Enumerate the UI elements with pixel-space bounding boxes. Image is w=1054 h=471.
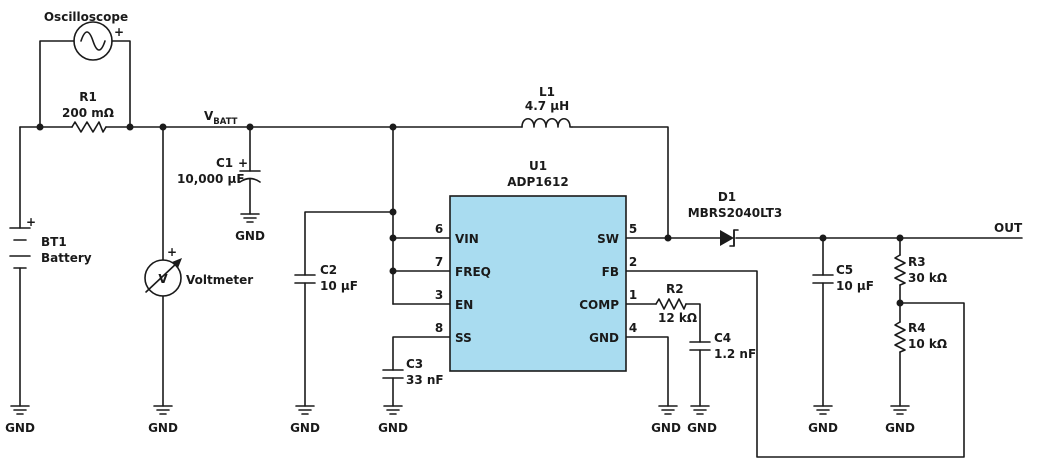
gnd-icon <box>813 405 833 415</box>
ic-ref: U1 <box>529 159 547 173</box>
gnd-label-c1: GND <box>235 229 265 243</box>
c4-capacitor-symbol <box>689 341 711 351</box>
voltmeter-plus: + <box>167 245 177 259</box>
r1-ref: R1 <box>79 90 97 104</box>
oscilloscope-label: Oscilloscope <box>44 10 128 24</box>
c3-value: 33 nF <box>406 373 444 387</box>
c3-capacitor-symbol <box>382 369 404 379</box>
pin-ss-num: 8 <box>435 321 443 335</box>
pin-gnd-num: 4 <box>629 321 637 335</box>
pin-fb-name: FB <box>602 265 619 279</box>
pin-sw-num: 5 <box>629 222 637 236</box>
gnd-icon <box>658 405 678 415</box>
gnd-label-c4: GND <box>687 421 717 435</box>
gnd-icon <box>295 405 315 415</box>
r3-ref: R3 <box>908 255 926 269</box>
bt1-value: Battery <box>41 251 92 265</box>
voltmeter-label: Voltmeter <box>186 273 253 287</box>
c2-capacitor-symbol <box>294 274 316 284</box>
r4-value: 10 kΩ <box>908 337 947 351</box>
c1-value: 10,000 µF <box>177 172 245 186</box>
pin-freq-name: FREQ <box>455 265 491 279</box>
gnd-label-ic: GND <box>651 421 681 435</box>
pin-en-name: EN <box>455 298 473 312</box>
r1-value: 200 mΩ <box>62 106 114 120</box>
c1-capacitor-symbol <box>239 170 261 183</box>
gnd-label-c3: GND <box>378 421 408 435</box>
pin-fb-num: 2 <box>629 255 637 269</box>
r2-value: 12 kΩ <box>658 311 697 325</box>
gnd-label-c5: GND <box>808 421 838 435</box>
r4-ref: R4 <box>908 321 926 335</box>
bt1-ref: BT1 <box>41 235 67 249</box>
c4-value: 1.2 nF <box>714 347 756 361</box>
gnd-icon <box>890 405 910 415</box>
wires <box>19 40 1023 458</box>
gnd-label-voltmeter: GND <box>148 421 178 435</box>
pin-vin-num: 6 <box>435 222 443 236</box>
c1-ref: C1 <box>216 156 233 170</box>
out-label: OUT <box>994 221 1023 235</box>
r1-resistor-symbol <box>71 121 107 133</box>
d1-value: MBRS2040LT3 <box>688 206 783 220</box>
gnd-label-c2: GND <box>290 421 320 435</box>
r2-ref: R2 <box>666 282 684 296</box>
oscilloscope-plus: + <box>114 25 124 39</box>
d1-ref: D1 <box>718 190 736 204</box>
pin-ss-name: SS <box>455 331 472 345</box>
c4-ref: C4 <box>714 331 731 345</box>
pin-gnd-name: GND <box>589 331 619 345</box>
gnd-icon <box>240 213 260 223</box>
c1-plus: + <box>238 156 248 170</box>
c2-value: 10 µF <box>320 279 358 293</box>
pin-comp-name: COMP <box>579 298 619 312</box>
gnd-icon <box>690 405 710 415</box>
c5-capacitor-symbol <box>812 274 834 284</box>
bt1-plus: + <box>26 215 36 229</box>
c5-ref: C5 <box>836 263 853 277</box>
d1-diode-symbol <box>720 229 739 247</box>
l1-value: 4.7 µH <box>525 99 569 113</box>
r4-resistor-symbol <box>894 321 906 353</box>
gnd-icon <box>10 405 30 415</box>
r3-resistor-symbol <box>894 254 906 286</box>
junction-dots <box>36 123 904 307</box>
battery-symbol <box>9 227 31 269</box>
c5-value: 10 µF <box>836 279 874 293</box>
gnd-label-r4: GND <box>885 421 915 435</box>
ic-part: ADP1612 <box>507 175 568 189</box>
voltmeter-v: V <box>158 272 168 286</box>
pin-comp-num: 1 <box>629 288 637 302</box>
c2-ref: C2 <box>320 263 337 277</box>
pin-freq-num: 7 <box>435 255 443 269</box>
oscilloscope-symbol <box>73 21 113 61</box>
l1-inductor-symbol <box>521 117 573 128</box>
r2-resistor-symbol <box>655 298 687 310</box>
pin-en-num: 3 <box>435 288 443 302</box>
voltmeter-symbol <box>144 258 182 297</box>
vbatt-sub: BATT <box>213 117 237 127</box>
vbatt-label: VBATT <box>204 109 238 127</box>
gnd-icon <box>153 405 173 415</box>
gnd-label-bt1: GND <box>5 421 35 435</box>
pin-vin-name: VIN <box>455 232 479 246</box>
pin-sw-name: SW <box>597 232 619 246</box>
c3-ref: C3 <box>406 357 423 371</box>
l1-ref: L1 <box>539 85 555 99</box>
r3-value: 30 kΩ <box>908 271 947 285</box>
ic-body <box>449 195 627 372</box>
vbatt-main: V <box>204 109 214 123</box>
gnd-icon <box>383 405 403 415</box>
